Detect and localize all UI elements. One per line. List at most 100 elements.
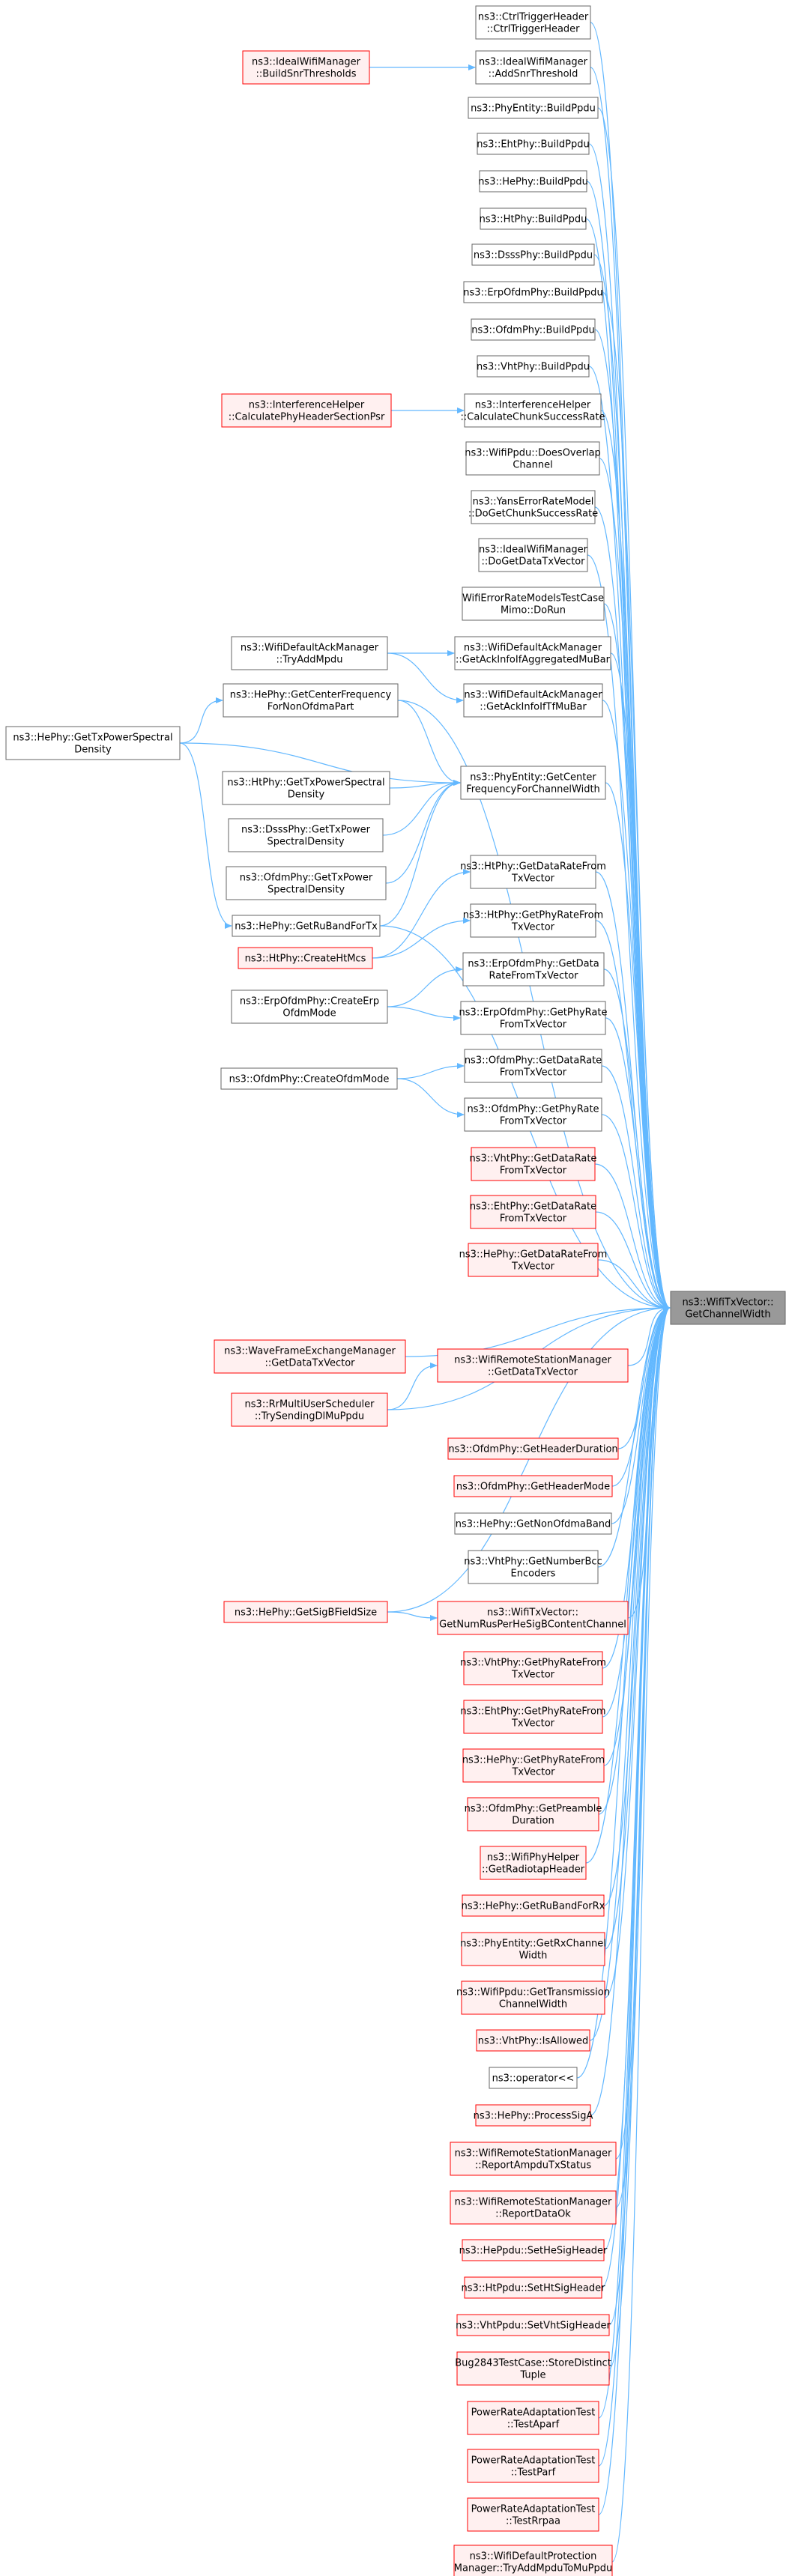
node-label-line: ns3::OfdmPhy::GetDataRate [465,1055,602,1067]
node-label-line: ::CalculatePhyHeaderSectionPsr [229,412,385,423]
node-idealAdd[interactable]: ns3::IdealWifiManager::AddSnrThreshold [475,50,591,85]
node-ppduTxCh[interactable]: ns3::WifiPpdu::GetTransmissionChannelWid… [456,1981,610,2015]
node-erpBuild[interactable]: ns3::ErpOfdmPhy::BuildPpdu [463,281,603,303]
node-heCenter[interactable]: ns3::HePhy::GetCenterFrequencyForNonOfdm… [223,683,399,718]
node-ofdmCreate[interactable]: ns3::OfdmPhy::CreateOfdmMode [220,1067,398,1090]
node-rrMulti[interactable]: ns3::RrMultiUserScheduler::TrySendingDlM… [231,1392,388,1427]
node-ackAgg[interactable]: ns3::WifiDefaultAckManager::GetAckInfoIf… [454,636,611,670]
node-vhtPpduSig[interactable]: ns3::VhtPpdu::SetVhtSigHeader [456,2314,611,2336]
node-box [456,2314,610,2336]
node-defProt[interactable]: ns3::WifiDefaultProtectionManager::TryAd… [453,2545,613,2576]
node-label-line: TxVector [511,922,555,933]
node-label-line: RateFromTxVector [489,971,578,982]
node-ackTf[interactable]: ns3::WifiDefaultAckManager::GetAckInfoIf… [463,683,603,718]
node-target[interactable]: ns3::WifiTxVector::GetChannelWidth [670,1291,786,1325]
node-hePpduSig[interactable]: ns3::HePpdu::SetHeSigHeader [459,2239,608,2261]
node-label-line: ns3::VhtPhy::BuildPpdu [477,362,590,373]
node-operator[interactable]: ns3::operator<< [489,2067,578,2089]
node-bIdeal[interactable]: ns3::IdealWifiManager::BuildSnrThreshold… [242,50,370,85]
node-ehtBuild[interactable]: ns3::EhtPhy::BuildPpdu [477,133,590,155]
edge-errTest-to-target [603,603,671,1311]
node-praRrpaa[interactable]: PowerRateAdaptationTest::TestRrpaa [467,2497,599,2532]
node-heBuild[interactable]: ns3::HePhy::BuildPpdu [478,170,588,193]
node-label-line: ::GetDataTxVector [264,1358,355,1369]
node-ackTry[interactable]: ns3::WifiDefaultAckManager::TryAddMpdu [231,636,388,670]
node-phyBuild[interactable]: ns3::PhyEntity::BuildPpdu [468,97,599,119]
node-ctrl[interactable]: ns3::CtrlTriggerHeader::CtrlTriggerHeade… [475,5,591,40]
node-praParf[interactable]: PowerRateAdaptationTest::TestParf [467,2449,599,2483]
node-label-line: FromTxVector [500,1067,567,1079]
node-praAparf[interactable]: PowerRateAdaptationTest::TestAparf [467,2401,599,2435]
node-ofdmHdrMode[interactable]: ns3::OfdmPhy::GetHeaderMode [453,1475,613,1497]
node-vhtAllowed[interactable]: ns3::VhtPhy::IsAllowed [476,2029,590,2052]
node-wrsmDataOk[interactable]: ns3::WifiRemoteStationManager::ReportDat… [450,2190,617,2225]
node-box [471,318,596,341]
node-ofdmHdrDur[interactable]: ns3::OfdmPhy::GetHeaderDuration [447,1437,619,1460]
node-label-line: ::GetAckInfoIfTfMuBar [480,702,587,713]
node-dsssBuild[interactable]: ns3::DsssPhy::BuildPpdu [471,243,595,266]
node-label-line: ns3::WifiPpdu::DoesOverlap [465,448,601,459]
node-ofdmBuild[interactable]: ns3::OfdmPhy::BuildPpdu [471,318,596,341]
node-wfem[interactable]: ns3::WaveFrameExchangeManager::GetDataTx… [214,1339,406,1374]
node-ihCalcPhy[interactable]: ns3::InterferenceHelper::CalculatePhyHea… [221,393,392,428]
node-label-line: ns3::operator<< [492,2073,575,2085]
node-box [464,1049,602,1083]
edge-erpCreate-to-erpPhyRate [387,1006,461,1021]
node-box [450,2190,617,2225]
node-label-line: PowerRateAdaptationTest [471,2407,596,2419]
node-vhtBuild[interactable]: ns3::VhtPhy::BuildPpdu [477,355,590,378]
node-heRuTx[interactable]: ns3::HePhy::GetRuBandForTx [232,915,381,937]
edge-htCreateMcs-to-htPhyRate [372,918,471,959]
node-radiotap[interactable]: ns3::WifiPhyHelper::GetRadiotapHeader [480,1846,587,1880]
node-label-line: FromTxVector [500,1116,567,1127]
node-wrsmData[interactable]: ns3::WifiRemoteStationManager::GetDataTx… [437,1348,629,1383]
edge-radiotap-to-target [585,1305,671,1864]
node-txvNumRus[interactable]: ns3::WifiTxVector::GetNumRusPerHeSigBCon… [437,1601,629,1635]
node-box [461,1981,605,2015]
node-label-line: ns3::DsssPhy::GetTxPower [241,825,371,836]
node-yans[interactable]: ns3::YansErrorRateModel::DoGetChunkSucce… [468,490,598,524]
node-heNonOfdma[interactable]: ns3::HePhy::GetNonOfdmaBand [454,1512,612,1535]
node-htCreateMcs[interactable]: ns3::HtPhy::CreateHtMcs [238,947,373,969]
node-heSigB[interactable]: ns3::HePhy::GetSigBFieldSize [223,1601,388,1623]
node-label-line: ns3::PhyEntity::BuildPpdu [471,103,596,115]
node-label-line: ns3::OfdmPhy::CreateOfdmMode [229,1074,390,1085]
node-ihCalcChunk[interactable]: ns3::InterferenceHelper::CalculateChunkS… [461,393,605,428]
edge-ofdmDataRate-to-target [601,1065,671,1311]
node-heSigA[interactable]: ns3::HePhy::ProcessSigA [474,2104,593,2127]
node-label-line: ns3::ErpOfdmPhy::BuildPpdu [463,288,602,299]
node-wrsmAmpdu[interactable]: ns3::WifiRemoteStationManager::ReportAmp… [450,2142,617,2176]
node-idealDoGet[interactable]: ns3::IdealWifiManager::DoGetDataTxVector [478,538,588,572]
node-phyCenter[interactable]: ns3::PhyEntity::GetCenterFrequencyForCha… [460,766,606,800]
node-label-line: ns3::WifiRemoteStationManager [454,1355,611,1366]
node-htPpduSig[interactable]: ns3::HtPpdu::SetHtSigHeader [462,2276,606,2299]
edge-heRuRx-to-target [603,1305,671,1906]
node-heRuRx[interactable]: ns3::HePhy::GetRuBandForRx [462,1894,605,1917]
node-htBuild[interactable]: ns3::HtPhy::BuildPpdu [480,207,587,230]
node-label-line: ns3::OfdmPhy::BuildPpdu [471,325,595,336]
edge-ofdmCreate-to-ofdmDataRate [396,1063,465,1079]
